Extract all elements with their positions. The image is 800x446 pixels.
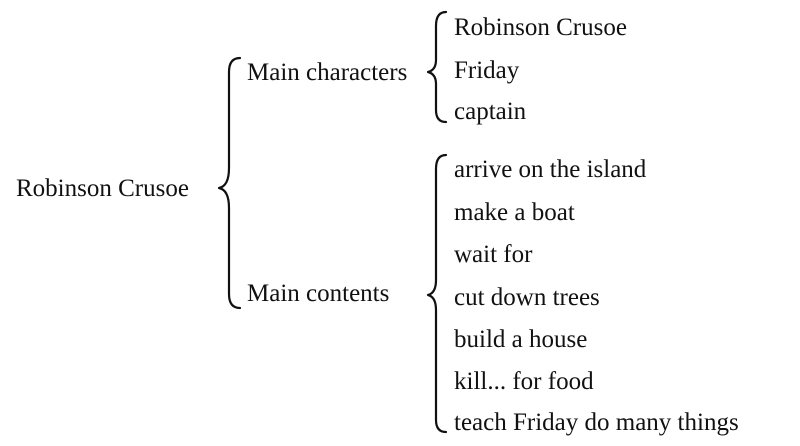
list-item: build a house	[454, 326, 588, 353]
list-item: teach Friday do many things	[454, 409, 739, 436]
list-item: kill... for food	[454, 368, 594, 395]
list-item: wait for	[454, 241, 533, 268]
root-brace	[217, 56, 242, 310]
list-item: Friday	[454, 57, 520, 84]
branch-label-characters: Main characters	[247, 59, 408, 86]
list-item: cut down trees	[454, 284, 600, 311]
branch-label-contents: Main contents	[247, 280, 390, 307]
root-label: Robinson Crusoe	[16, 175, 189, 202]
list-item: Robinson Crusoe	[454, 14, 627, 41]
list-item: make a boat	[454, 199, 575, 226]
contents-brace	[426, 153, 448, 434]
characters-brace	[426, 10, 448, 124]
list-item: arrive on the island	[454, 156, 647, 183]
list-item: captain	[454, 98, 527, 125]
